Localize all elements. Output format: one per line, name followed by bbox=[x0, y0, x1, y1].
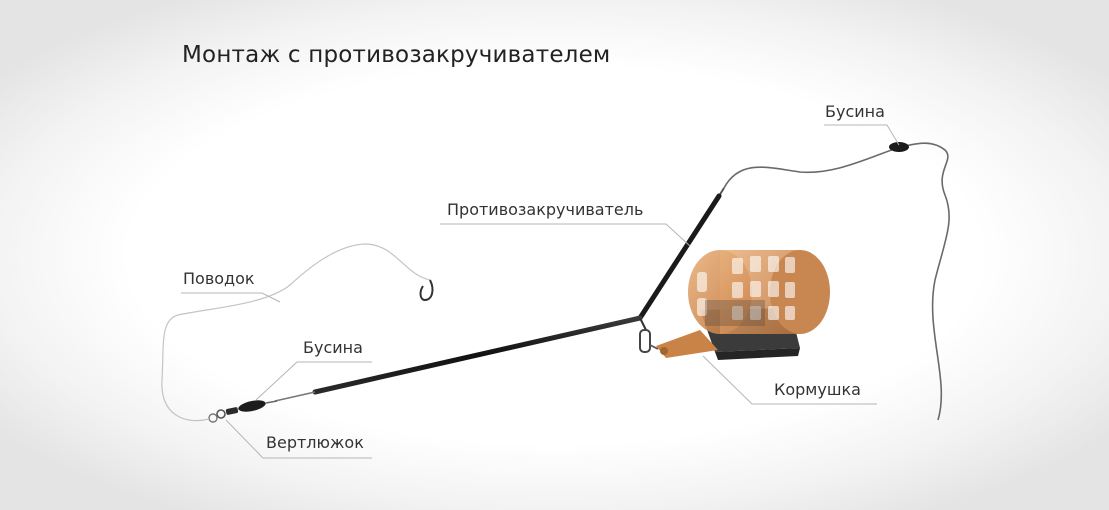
anti-tangle-boom-upper bbox=[637, 193, 722, 321]
callout-bead-top bbox=[824, 124, 900, 146]
callout-anti-tangle bbox=[440, 223, 691, 247]
label-leader: Поводок bbox=[183, 269, 255, 288]
swivel-shape bbox=[208, 407, 239, 423]
callout-feeder bbox=[702, 355, 877, 405]
callout-swivel bbox=[225, 419, 372, 459]
label-feeder: Кормушка bbox=[774, 380, 861, 399]
snap-clip bbox=[639, 317, 659, 353]
feeder-shape bbox=[656, 250, 830, 360]
hook-shape bbox=[419, 279, 434, 302]
anti-tangle-tube bbox=[312, 315, 643, 395]
bead-bottom-line bbox=[265, 400, 278, 404]
label-bead-top: Бусина bbox=[825, 102, 885, 121]
anti-tangle-tube-tip bbox=[274, 391, 316, 402]
bead-bottom-shape bbox=[238, 400, 266, 412]
label-bead-bottom: Бусина bbox=[303, 338, 363, 357]
leader-line bbox=[161, 243, 431, 422]
label-swivel: Вертлюжок bbox=[266, 433, 364, 452]
label-anti-tangle: Противозакручиватель bbox=[447, 200, 644, 219]
diagram-title: Монтаж с противозакручивателем bbox=[182, 42, 611, 68]
main-line bbox=[723, 142, 950, 421]
callout-bead-bottom bbox=[255, 361, 372, 401]
callout-leader bbox=[181, 292, 281, 303]
bead-top-shape bbox=[889, 142, 909, 152]
callout-lines bbox=[181, 124, 900, 459]
